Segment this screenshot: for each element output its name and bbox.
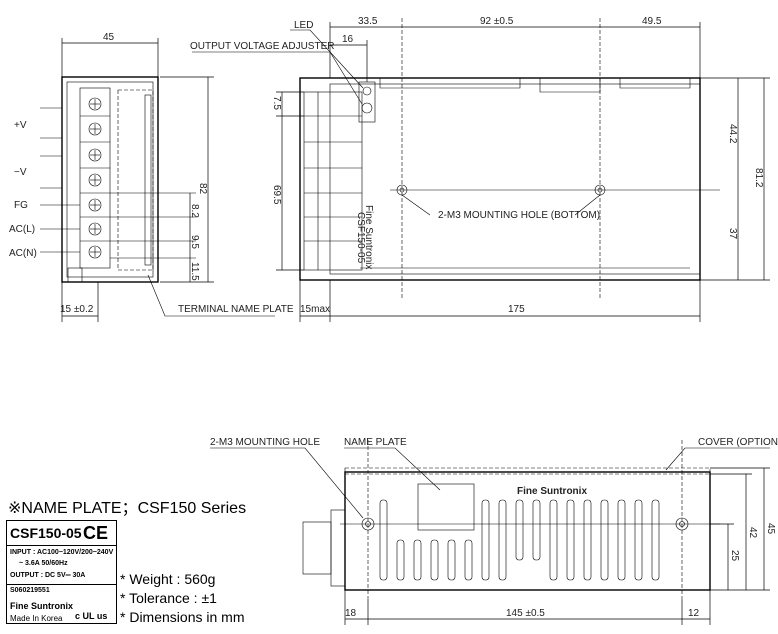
dim-front-height: 82 <box>197 183 208 195</box>
terminal-name-plate-outline <box>117 89 154 271</box>
top-view: Fine Suntronix CSF150-05 2-M3 MOUNTING H… <box>190 16 770 322</box>
terminal-label-minus-v: −V <box>14 167 27 178</box>
dim-8-2: 8.2 <box>189 204 200 218</box>
callout-mounting-hole: 2-M3 MOUNTING HOLE <box>210 437 320 448</box>
terminal-label-ac-l: AC(L) <box>9 224 35 235</box>
terminal-block <box>79 87 111 269</box>
dim-side-18: 18 <box>345 608 357 619</box>
name-plate-title: ※NAME PLATE；CSF150 Series <box>8 500 247 517</box>
adjuster-icon <box>361 102 373 114</box>
callout-led: LED <box>294 20 313 31</box>
terminal-label-ac-n: AC(N) <box>9 248 37 259</box>
dim-92: 92 ±0.5 <box>480 16 514 27</box>
terminal-screws <box>88 97 102 259</box>
dim-15max: 15max <box>300 304 330 315</box>
cover-outline <box>344 467 711 475</box>
dim-49-5: 49.5 <box>642 16 662 27</box>
dim-side-42: 42 <box>747 527 758 539</box>
np-brand: Fine Suntronix <box>10 601 73 611</box>
dim-11-5: 11.5 <box>189 262 200 281</box>
dim-44-2: 44.2 <box>727 124 738 144</box>
np-serial: S060219551 <box>10 587 50 594</box>
name-plate-label: CSF150-05 CE INPUT : AC100−120V/200−240V… <box>6 520 117 624</box>
np-input-line1: INPUT : AC100−120V/200−240V <box>10 549 114 556</box>
top-label-model: CSF150-05 <box>355 212 366 264</box>
dim-69-5: 69.5 <box>271 185 282 205</box>
spec-tolerance: * Tolerance : ±1 <box>120 590 217 606</box>
dim-81-2: 81.2 <box>753 168 764 188</box>
side-view: Fine Suntronix 2-M3 MOUNTIN <box>210 437 778 625</box>
spec-dimensions: * Dimensions in mm <box>120 609 245 625</box>
np-made-in: Made In Korea <box>10 614 63 623</box>
terminal-label-fg: FG <box>14 200 28 211</box>
dim-7-5: 7.5 <box>271 96 282 110</box>
vent-slots <box>379 499 660 581</box>
np-input-line2: ~ 3.6A 50/60Hz <box>19 560 68 567</box>
terminal-label-plus-v: +V <box>14 120 27 131</box>
np-model: CSF150-05 <box>10 525 82 541</box>
dim-side-45: 45 <box>765 523 776 535</box>
callout-mounting-bottom: 2-M3 MOUNTING HOLE (BOTTOM) <box>438 210 600 221</box>
callout-cover: COVER (OPTION) <box>698 437 778 448</box>
side-label-brand: Fine Suntronix <box>517 486 587 497</box>
callout-name-plate: NAME PLATE <box>344 437 407 448</box>
dim-175: 175 <box>508 304 525 315</box>
side-name-plate <box>417 483 475 531</box>
dim-front-bottom: 15 ±0.2 <box>60 304 94 315</box>
dim-side-25: 25 <box>729 550 740 562</box>
dim-side-12: 12 <box>688 608 700 619</box>
top-label-brand: Fine Suntronix <box>363 205 374 269</box>
spec-weight: * Weight : 560g <box>120 571 216 587</box>
np-output-line: OUTPUT : DC 5V═ 30A <box>10 572 86 579</box>
callout-adjuster: OUTPUT VOLTAGE ADJUSTER <box>190 41 334 52</box>
dim-9-5: 9.5 <box>189 235 200 249</box>
dim-16: 16 <box>342 34 354 45</box>
dim-front-width: 45 <box>103 32 115 43</box>
front-view: +V −V FG AC(L) AC(N) 45 82 8.2 9.5 11.5 … <box>9 32 294 322</box>
ul-mark-icon: c UL us <box>75 611 108 621</box>
ce-mark-icon: CE <box>83 523 109 543</box>
dim-33-5: 33.5 <box>358 16 378 27</box>
dim-side-145: 145 ±0.5 <box>506 608 545 619</box>
dim-37: 37 <box>727 228 738 240</box>
led-icon <box>362 86 372 96</box>
top-terminal-block <box>303 91 363 271</box>
callout-terminal-name-plate: TERMINAL NAME PLATE <box>178 304 294 315</box>
